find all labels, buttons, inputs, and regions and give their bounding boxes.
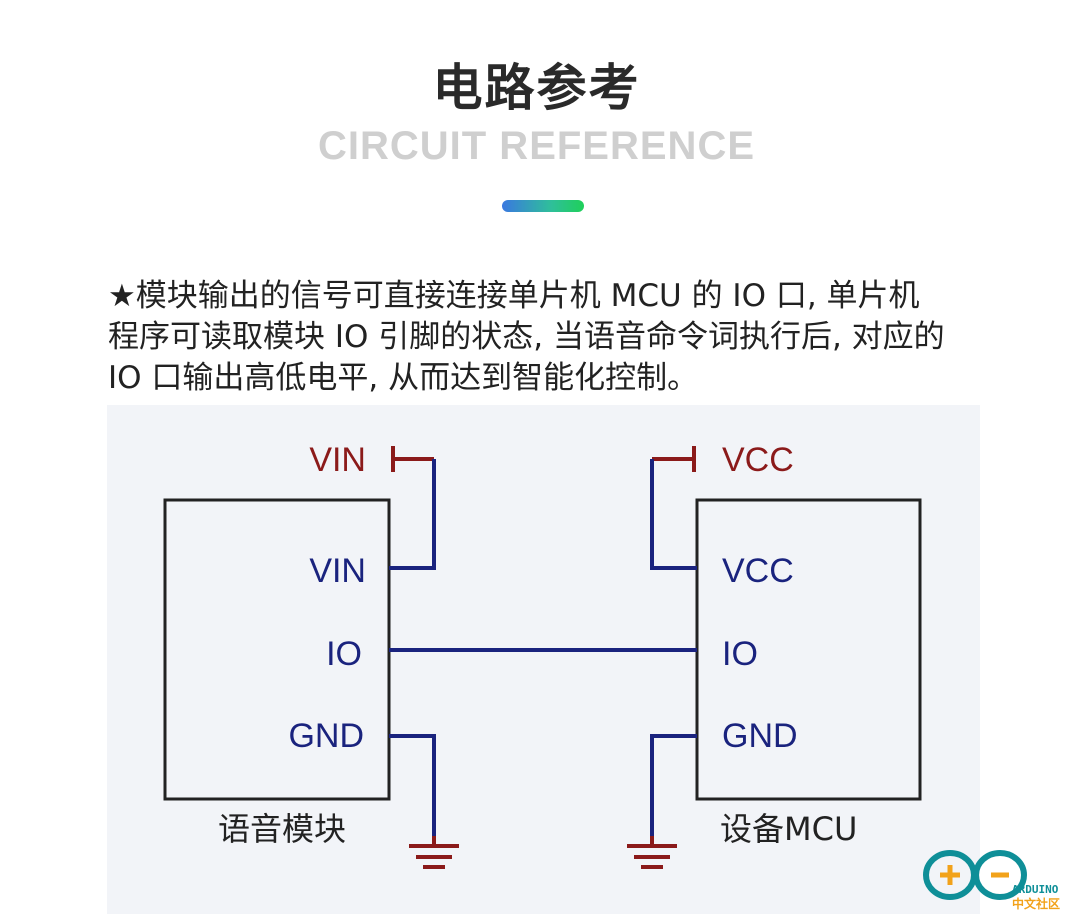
- voice-module-pin-gnd: GND: [288, 717, 364, 755]
- mcu-pin-io: IO: [722, 635, 758, 673]
- vcc-supply-label: VCC: [722, 441, 794, 479]
- mcu-pin-vcc: VCC: [722, 552, 794, 590]
- arduino-logo: ARDUINO 中文社区: [923, 850, 1060, 911]
- page-title: 电路参考: [432, 59, 641, 117]
- page-subtitle: CIRCUIT REFERENCE: [317, 124, 756, 168]
- circuit-diagram-panel: [107, 405, 980, 914]
- vin-supply-label: VIN: [309, 441, 366, 479]
- description-line: IO 口输出高低电平, 从而达到智能化控制。: [108, 360, 699, 396]
- description-line: 程序可读取模块 IO 引脚的状态, 当语音命令词执行后, 对应的: [108, 319, 945, 355]
- title-accent-bar: [502, 200, 584, 212]
- description: ★模块输出的信号可直接连接单片机 MCU 的 IO 口, 单片机 程序可读取模块…: [108, 276, 1008, 399]
- gnd-wire-right: [650, 734, 697, 838]
- vcc-wire: [650, 459, 697, 570]
- ground-symbol-left: [409, 836, 459, 869]
- mcu-caption: 设备MCU: [720, 810, 857, 848]
- voice-module-caption: 语音模块: [218, 810, 346, 848]
- logo-ring-right: [973, 850, 1027, 900]
- logo-subtitle: 中文社区: [1012, 896, 1060, 911]
- vin-wire: [389, 459, 436, 570]
- description-line: ★模块输出的信号可直接连接单片机 MCU 的 IO 口, 单片机: [108, 278, 920, 314]
- mcu-pin-gnd: GND: [722, 717, 798, 755]
- gnd-wire-left: [389, 734, 436, 838]
- ground-symbol-right: [627, 836, 677, 869]
- logo-name: ARDUINO: [1012, 883, 1059, 896]
- voice-module-pin-vin: VIN: [309, 552, 366, 590]
- voice-module-pin-io: IO: [326, 635, 362, 673]
